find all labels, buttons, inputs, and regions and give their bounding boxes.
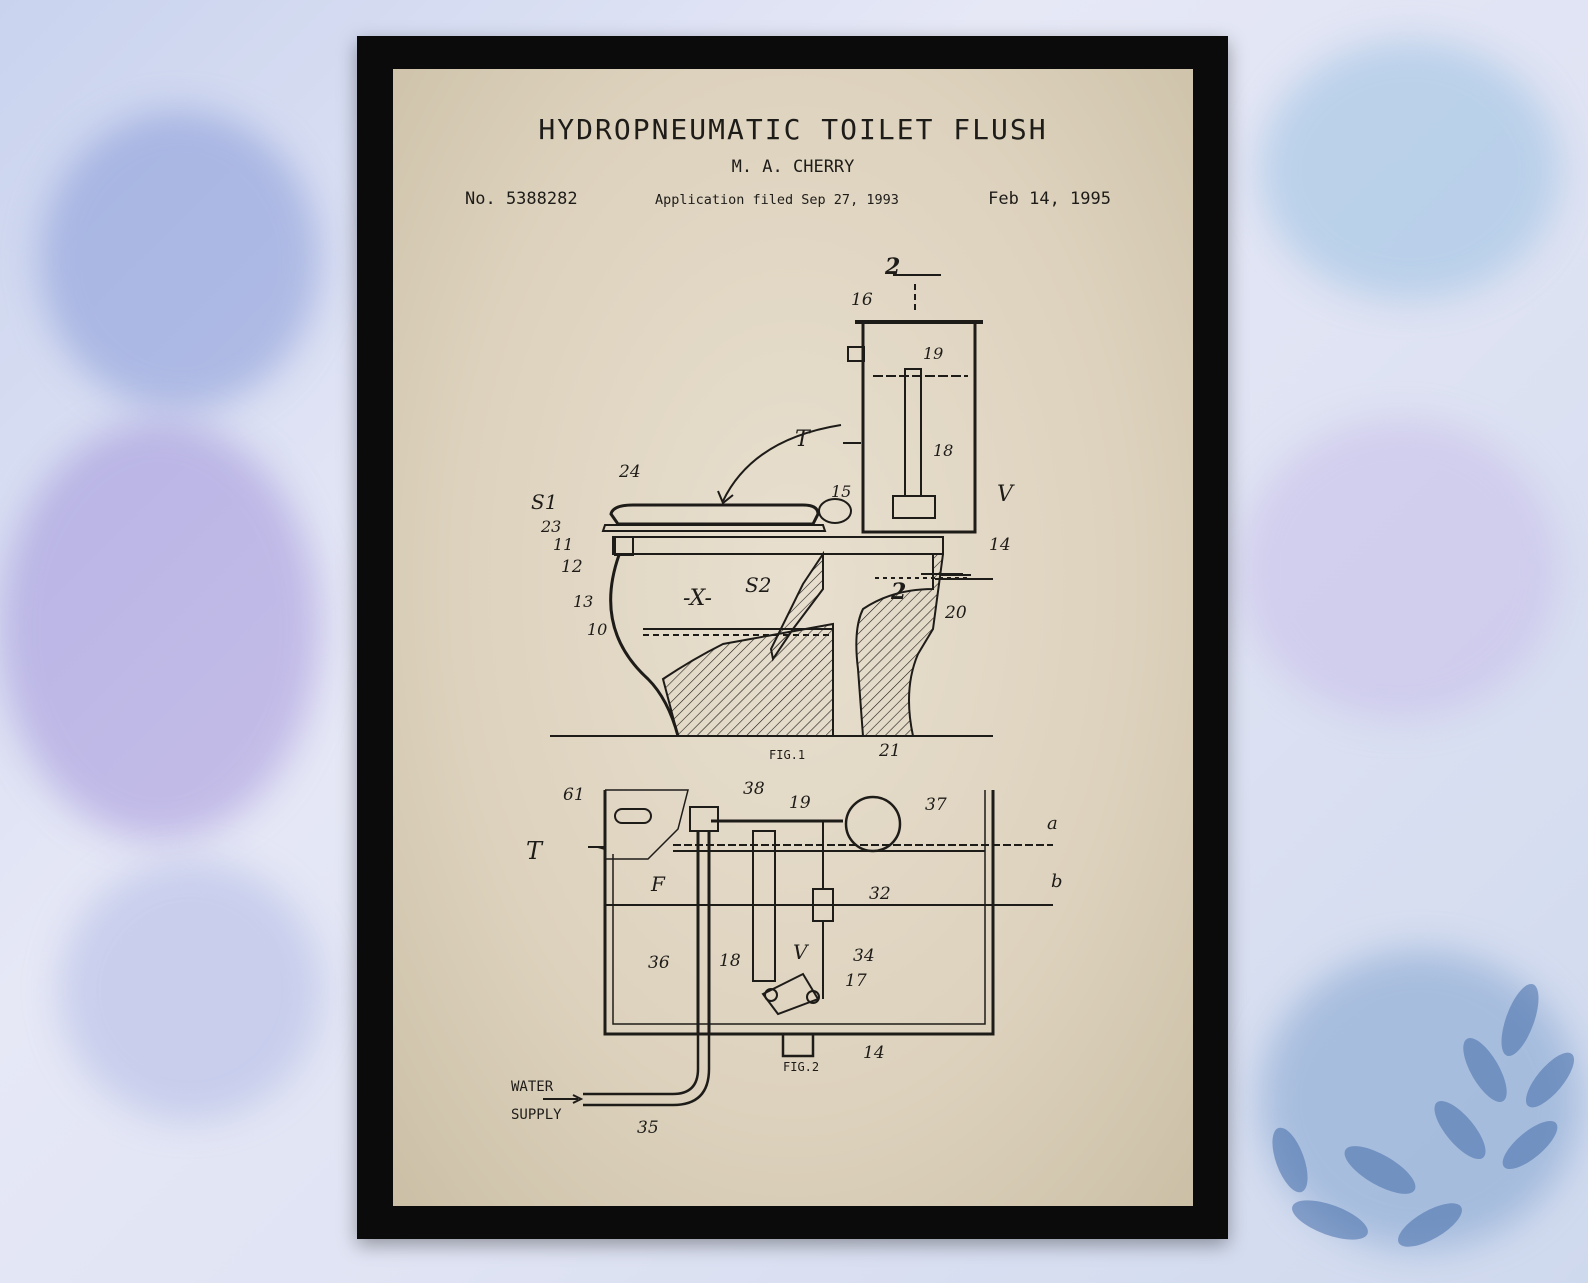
watercolor-blob <box>1260 40 1560 300</box>
fig1-label-S2: S2 <box>745 573 771 597</box>
fig2-caption: FIG.2 <box>783 1060 819 1074</box>
fig1-label-12: 12 <box>561 557 583 577</box>
fig2-label-19: 19 <box>789 793 811 813</box>
fig1-label-13: 13 <box>573 592 593 611</box>
fig1-label-11: 11 <box>553 535 573 554</box>
fig2-label-14: 14 <box>863 1043 885 1063</box>
fig1-label-23: 23 <box>540 517 561 536</box>
watercolor-blob <box>1240 420 1560 720</box>
leaves-decoration <box>1272 983 1575 1247</box>
patent-number: No. 5388282 <box>465 189 578 209</box>
watercolor-blob <box>60 860 320 1120</box>
watercolor-blob <box>40 110 320 410</box>
fig2-label-V: V <box>793 940 810 964</box>
fig1-label-18: 18 <box>933 441 953 460</box>
fig1-label-15: 15 <box>831 482 851 501</box>
fig1-caption: FIG.1 <box>769 748 805 762</box>
fig1-label-24: 24 <box>618 462 641 482</box>
figure-2-tank-drawing <box>543 789 1053 1107</box>
fig2-label-T: T <box>526 837 544 865</box>
fig2-label-61: 61 <box>563 785 585 805</box>
fig1-label-X: -X- <box>683 586 712 611</box>
fig1-label-V: V <box>997 482 1015 507</box>
fig1-label-16: 16 <box>851 290 873 310</box>
fig2-label-32: 32 <box>869 884 891 904</box>
fig2-label-17: 17 <box>845 971 867 991</box>
fig1-label-20: 20 <box>944 603 967 623</box>
fig2-label-b: b <box>1051 871 1063 892</box>
fig2-label-a: a <box>1047 813 1058 834</box>
patent-print: HYDROPNEUMATIC TOILET FLUSH M. A. CHERRY… <box>393 69 1193 1206</box>
patent-filed-date: Application filed Sep 27, 1993 <box>655 192 899 208</box>
fig2-label-37: 37 <box>925 795 947 815</box>
watercolor-blob <box>0 420 320 840</box>
fig1-label-14: 14 <box>989 535 1011 555</box>
fig1-label-10: 10 <box>587 620 607 639</box>
fig2-label-38: 38 <box>743 779 765 799</box>
fig1-label-2: 2 <box>884 254 900 280</box>
patent-inventor: M. A. CHERRY <box>731 157 855 177</box>
fig2-label-water: WATER <box>511 1079 554 1095</box>
patent-title: HYDROPNEUMATIC TOILET FLUSH <box>538 113 1048 146</box>
fig2-label-36: 36 <box>648 953 670 973</box>
fig1-label-21: 21 <box>878 741 901 761</box>
patent-grant-date: Feb 14, 1995 <box>988 189 1111 209</box>
fig2-label-34: 34 <box>853 946 875 966</box>
fig2-label-18: 18 <box>719 951 741 971</box>
fig2-label-F: F <box>650 872 666 896</box>
fig1-label-2b: 2 <box>890 579 906 605</box>
fig1-label-S1: S1 <box>531 490 557 514</box>
fig2-label-35: 35 <box>637 1118 659 1138</box>
fig2-label-supply: SUPPLY <box>511 1107 562 1123</box>
fig1-label-T: T <box>795 427 812 452</box>
figure-1-toilet-drawing <box>550 274 993 737</box>
fig1-label-19: 19 <box>923 344 943 363</box>
